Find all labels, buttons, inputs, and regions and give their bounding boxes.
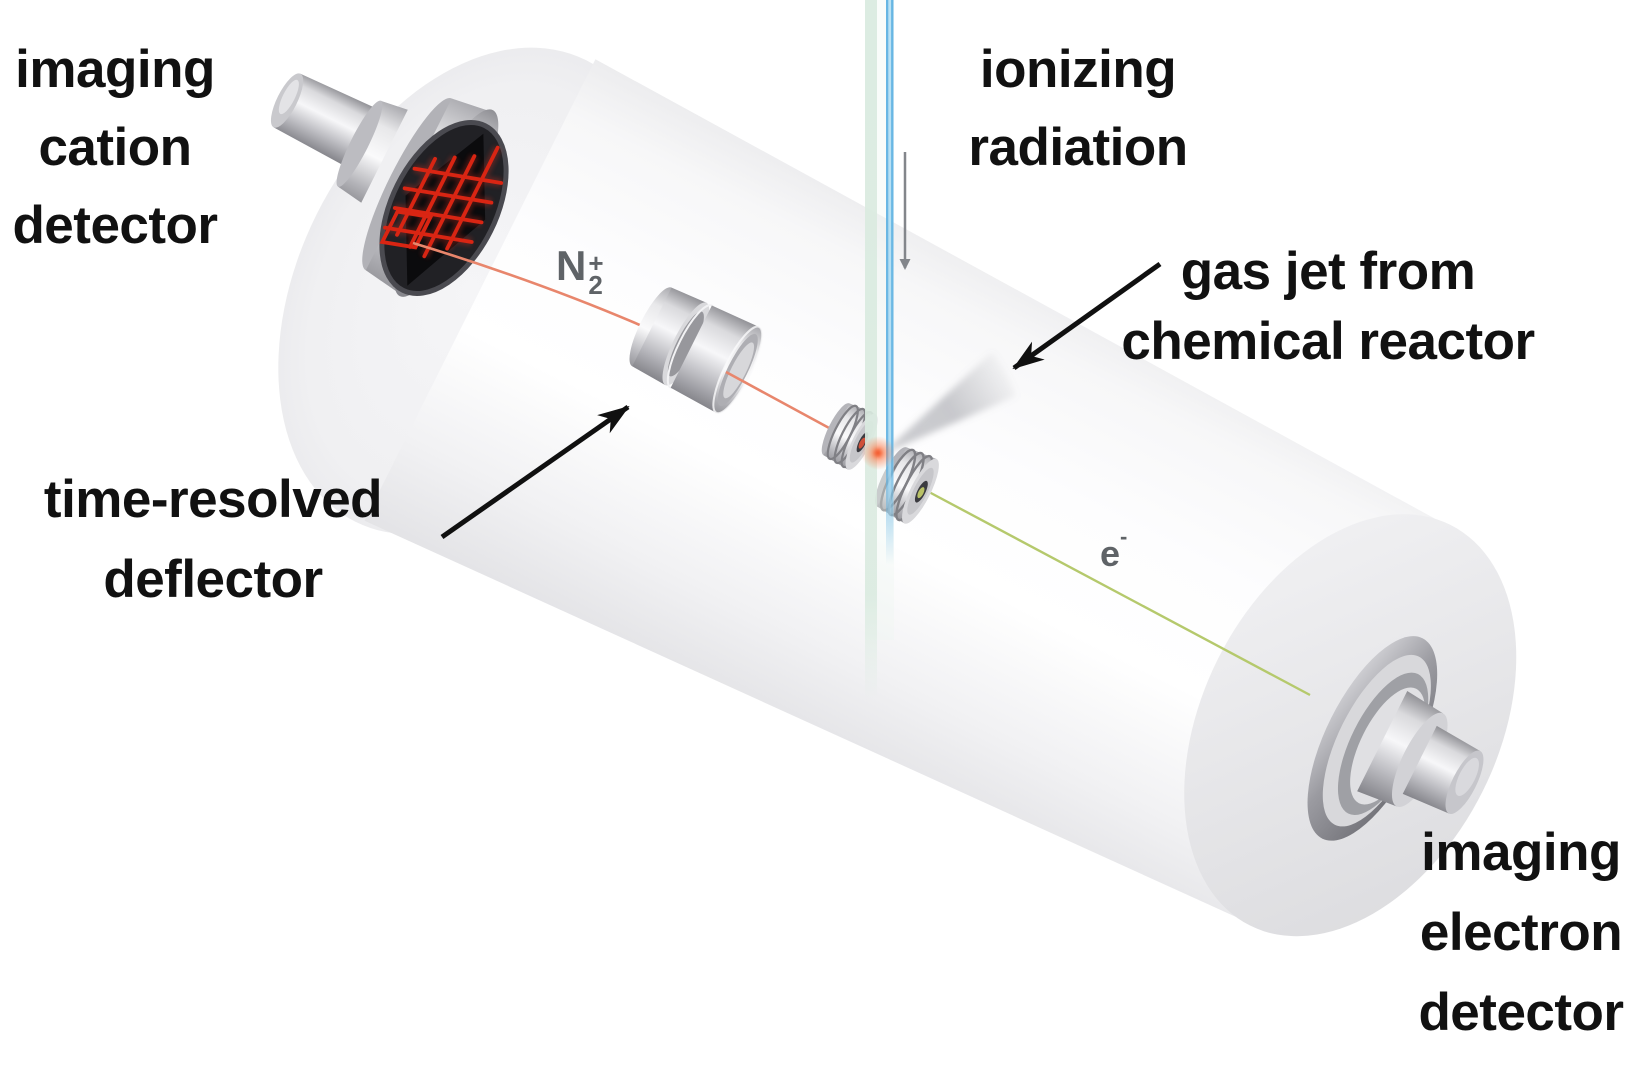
electron-detector-label: imaging electron detector bbox=[1360, 813, 1635, 1053]
electron-detector-label-line2: electron bbox=[1419, 903, 1623, 962]
electron-detector-stub bbox=[1357, 691, 1484, 815]
gas-jet-label-line1: gas jet from bbox=[1180, 242, 1476, 301]
cation-detector-label-line2: cation bbox=[38, 118, 192, 177]
interaction-core bbox=[874, 449, 882, 457]
electron-symbol: e bbox=[1100, 532, 1121, 574]
cation-detector-label: imaging cation detector bbox=[0, 31, 232, 265]
gas-jet-arrow bbox=[1012, 261, 1162, 371]
cation-path-label: N+2 bbox=[556, 242, 604, 301]
cation-detector-label-line1: imaging bbox=[15, 40, 215, 99]
cation-detector-collar bbox=[336, 100, 408, 203]
deflector-label: time-resolved deflector bbox=[23, 460, 403, 620]
radiation-beam-core bbox=[888, 0, 892, 545]
cation-subscript: 2 bbox=[588, 270, 603, 301]
deflector-rings bbox=[629, 287, 764, 415]
ionizing-radiation-label-line2: radiation bbox=[968, 118, 1188, 177]
gas-jet-label: gas jet from chemical reactor bbox=[1108, 237, 1548, 377]
cation-superscript: + bbox=[588, 248, 604, 279]
electron-path bbox=[928, 490, 1311, 697]
cation-detector-assembly bbox=[270, 73, 509, 297]
deflector-arrow bbox=[440, 404, 630, 540]
gas-jet-plume bbox=[881, 352, 1016, 455]
electron-detector-label-line1: imaging bbox=[1421, 823, 1621, 882]
cation-symbol: N bbox=[556, 242, 587, 289]
detector-grid bbox=[379, 145, 504, 259]
electron-detector-label-line3: detector bbox=[1418, 983, 1624, 1042]
electron-superscript: - bbox=[1120, 524, 1128, 549]
ionizing-radiation-label: ionizing radiation bbox=[918, 31, 1238, 187]
gas-jet-label-line2: chemical reactor bbox=[1121, 312, 1535, 371]
electron-detector-assembly bbox=[1307, 636, 1484, 841]
deflector-label-line1: time-resolved bbox=[43, 470, 383, 529]
electron-path-label: e- bbox=[1100, 524, 1127, 572]
detector-grid-diamond bbox=[379, 209, 434, 250]
ionizing-radiation-label-line1: ionizing bbox=[979, 40, 1177, 99]
deflector-label-line2: deflector bbox=[103, 550, 323, 609]
beam-sheet bbox=[865, 0, 877, 700]
cation-detector-label-line3: detector bbox=[12, 196, 218, 255]
